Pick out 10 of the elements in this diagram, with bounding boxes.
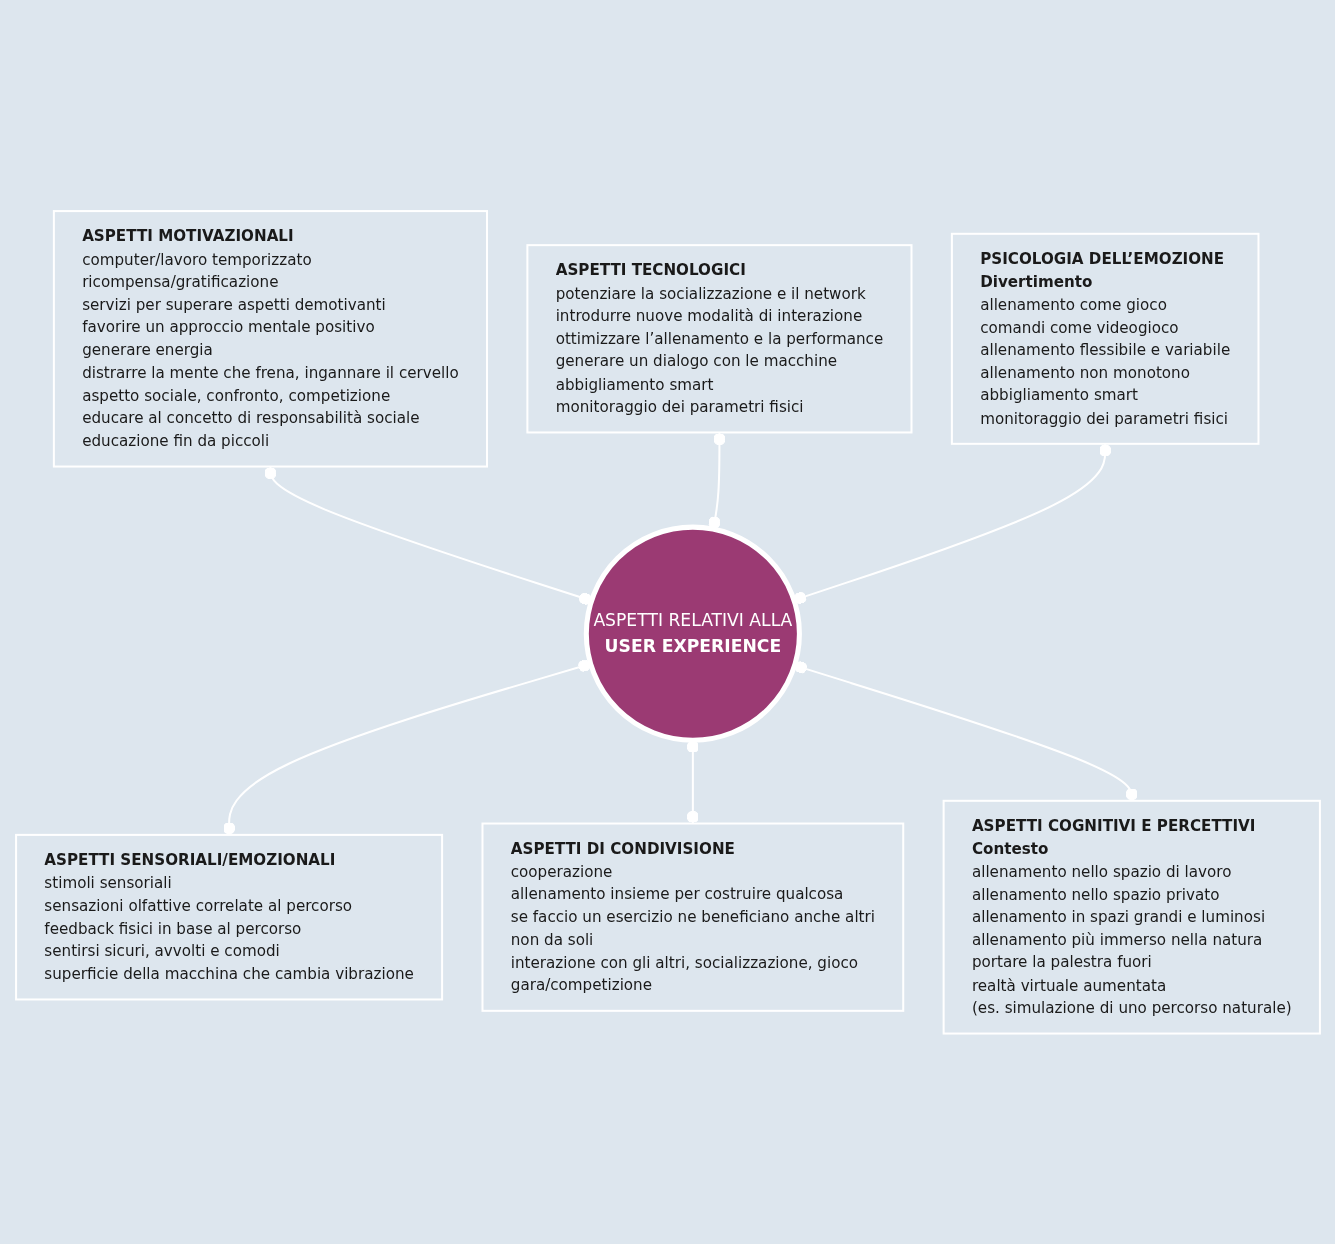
node-box: PSICOLOGIA DELL’EMOZIONE Divertimento allenamento come gioco comandi come videogioco allenamento flessibile e variabile allenamento non monotono abbigliamento smart monitoraggio dei parametri fisici [950, 232, 1259, 445]
connector [707, 432, 726, 529]
connector [793, 443, 1111, 604]
node-box: ASPETTI SENSORIALI/EMOZIONALI stimoli sensoriali sensazioni olfattive correlate al percorso feedback fisici in base al percorso sentirsi sicuri, avvolti e comodi superficie della macchina che cambia vibrazione [14, 833, 443, 1001]
node-circle: ASPETTI RELATIVI ALLA USER EXPERIENCE [583, 524, 802, 743]
node-box: ASPETTI COGNITIVI E PERCETTIVI Contesto allenamento nello spazio di lavoro allenamento nello spazio privato allenamento in spazi grandi e luminosi allenamento più immerso nella natura portare la palestra fuori realtà virtuale aumentata (es. simulazione di uno percorso naturale) [942, 799, 1321, 1035]
node-box: ASPETTI TECNOLOGICI potenziare la socializzazione e il network introdurre nuove modalità di interazione ottimizzare l’allenamento e la performance generare un dialogo con le macchine abbigliamento smart monitoraggio dei parametri fisici [525, 243, 912, 434]
node-box: ASPETTI MOTIVAZIONALI computer/lavoro temporizzato ricompensa/gratificazione servizi per superare aspetti demotivanti favorire un approccio mentale positivo generare energia distrarre la mente che frena, ingannare il cervello aspetto sociale, confronto, competizione educare al concetto di responsabilità sociale educazione fin da piccoli [52, 209, 488, 468]
node-box: ASPETTI DI CONDIVISIONE cooperazione allenamento insieme per costruire qualcosa se faccio un esercizio ne beneficiano anche altri non da soli interazione con gli altri, socializzazione, gioco gara/competizione [481, 822, 904, 1012]
connector [793, 660, 1138, 801]
